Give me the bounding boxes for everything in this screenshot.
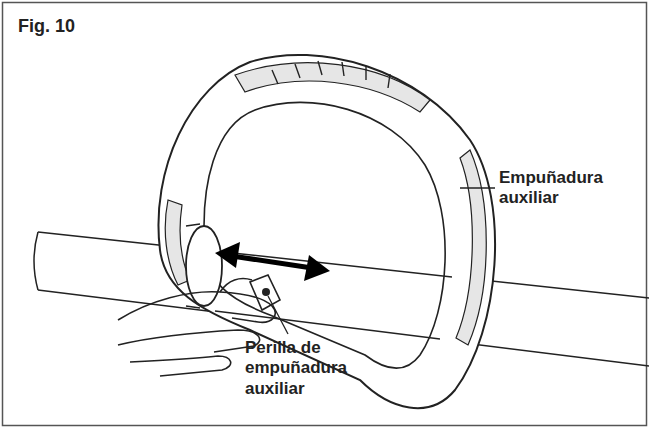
part-label: Empuñadura auxiliar bbox=[499, 168, 611, 209]
part-label: Perilla de empuñadura auxiliar bbox=[245, 338, 357, 399]
figure-title: Fig. 10 bbox=[18, 16, 75, 38]
